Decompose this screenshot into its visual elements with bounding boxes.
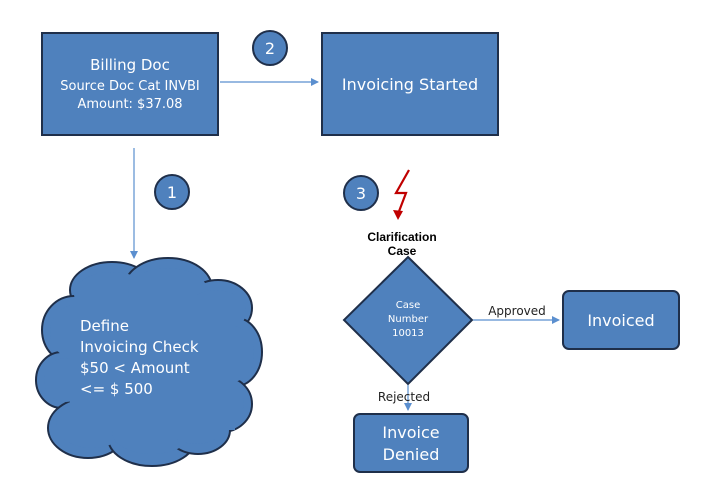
clarification-title-line-1: Clarification [367, 230, 436, 244]
invoiced-node[interactable]: Invoiced [562, 290, 680, 350]
define-line-1: Define [80, 317, 129, 335]
billing-doc-amount: Amount: $37.08 [77, 97, 182, 112]
invoicing-started-label: Invoicing Started [342, 75, 478, 94]
step-3-number: 3 [356, 184, 366, 203]
case-diamond[interactable]: Case Number 10013 [342, 255, 474, 386]
rejected-label: Rejected [378, 390, 430, 404]
billing-doc-title: Billing Doc [90, 56, 170, 74]
case-line-1: Case [396, 300, 420, 311]
define-line-2: Invoicing Check [80, 338, 199, 356]
define-line-3: $50 < Amount [80, 359, 190, 377]
invoicing-started-node[interactable]: Invoicing Started [321, 32, 499, 136]
clarification-title-line-2: Case [388, 244, 417, 258]
approved-label: Approved [488, 304, 546, 318]
define-invoicing-check-cloud[interactable]: Define Invoicing Check $50 < Amount <= $… [35, 257, 263, 467]
invoice-denied-line-1: Invoice [382, 423, 439, 442]
invoice-denied-line-2: Denied [383, 445, 440, 464]
case-line-2: Number [388, 314, 429, 325]
billing-doc-node[interactable]: Billing Doc Source Doc Cat INVBI Amount:… [41, 32, 219, 136]
step-1-number: 1 [167, 183, 177, 202]
lightning-bolt-icon [393, 169, 410, 220]
invoiced-label: Invoiced [587, 311, 654, 330]
case-line-3: 10013 [392, 328, 424, 339]
step-1-badge: 1 [154, 174, 190, 210]
step-2-number: 2 [265, 39, 275, 58]
billing-doc-source: Source Doc Cat INVBI [60, 79, 200, 94]
step-3-badge: 3 [343, 175, 379, 211]
invoice-denied-node[interactable]: Invoice Denied [353, 413, 469, 473]
step-2-badge: 2 [252, 30, 288, 66]
define-line-4: <= $ 500 [80, 380, 153, 398]
